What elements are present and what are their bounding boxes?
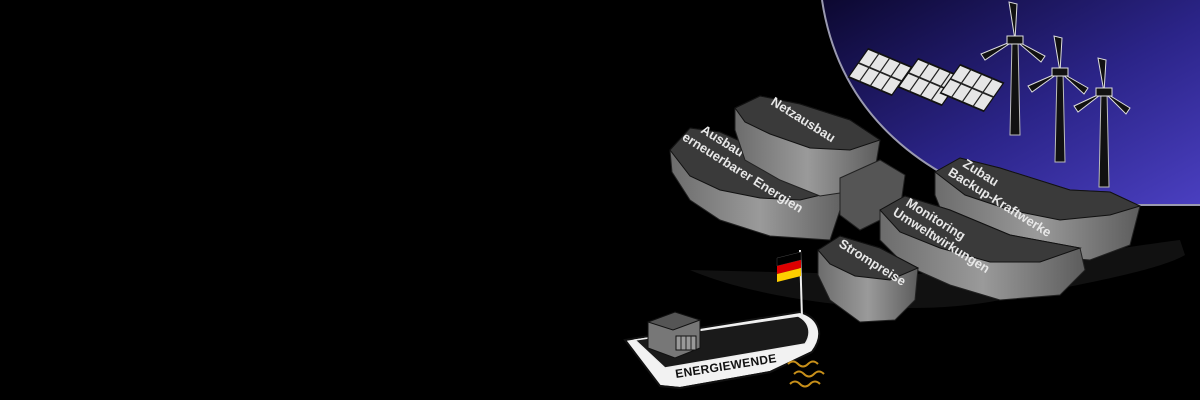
wind-turbine-icon [980, 1, 1131, 188]
solar-panels-icon [847, 47, 1005, 113]
boat-cabin [646, 311, 702, 359]
rock-netzausbau: Netzausbau [734, 94, 882, 197]
waves-icon [787, 360, 825, 388]
boat-energiewende: ENERGIEWENDE [623, 249, 821, 390]
rock-strompreise: Strompreise [817, 235, 920, 323]
german-flag-icon [776, 251, 802, 282]
